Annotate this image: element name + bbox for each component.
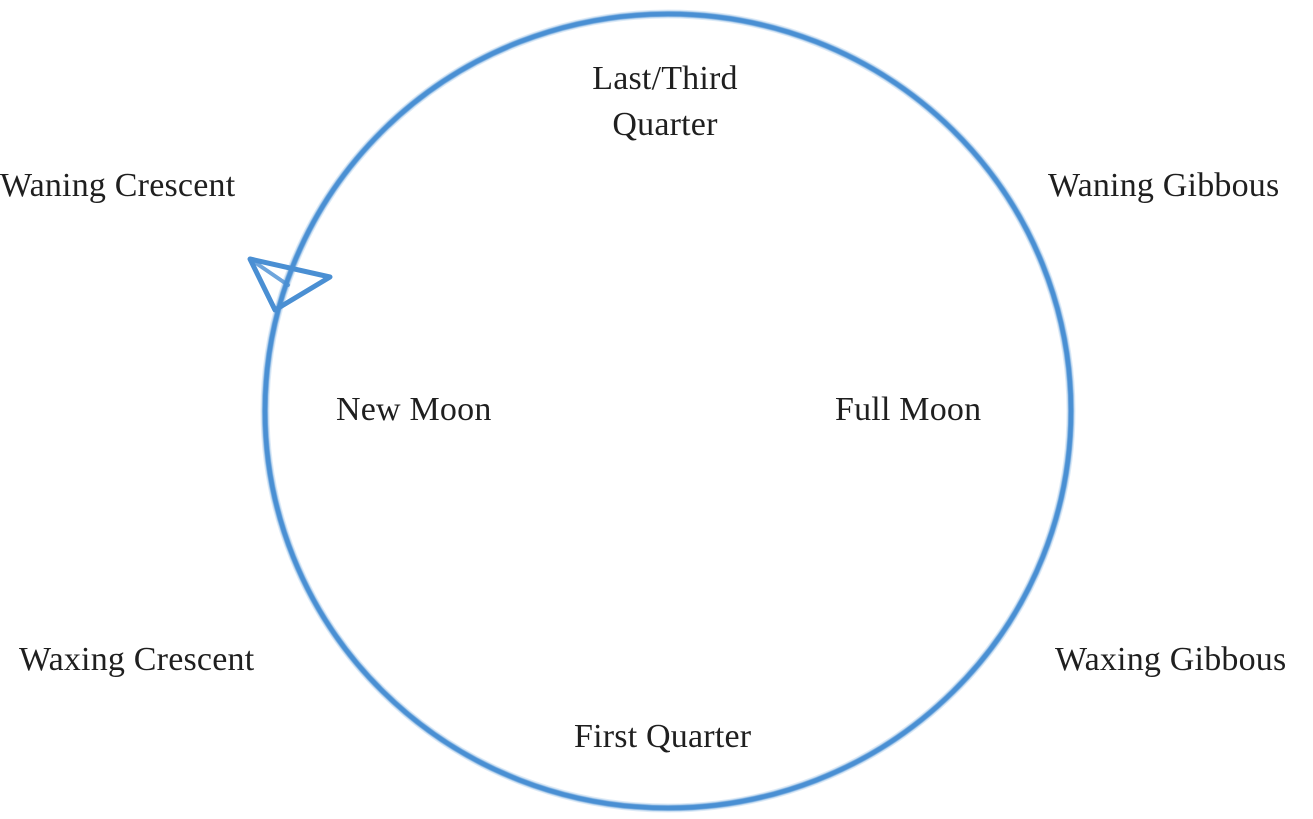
- label-new-moon: New Moon: [336, 391, 492, 428]
- label-first-quarter: First Quarter: [574, 718, 752, 755]
- label-full-moon: Full Moon: [835, 391, 982, 428]
- label-last-third-quarter-line2: Quarter: [612, 106, 718, 143]
- label-waxing-crescent: Waxing Crescent: [19, 641, 255, 678]
- label-waning-gibbous: Waning Gibbous: [1048, 167, 1280, 204]
- arrowhead-inner-stroke: [248, 257, 290, 287]
- arrowhead-icon: [247, 256, 333, 313]
- cycle-circle: [262, 11, 1074, 811]
- label-last-third-quarter: Last/Third Quarter: [560, 56, 770, 148]
- label-waxing-gibbous: Waxing Gibbous: [1055, 641, 1287, 678]
- arrowhead-outline: [247, 256, 333, 313]
- label-last-third-quarter-line1: Last/Third: [592, 60, 738, 97]
- label-waning-crescent: Waning Crescent: [0, 167, 236, 204]
